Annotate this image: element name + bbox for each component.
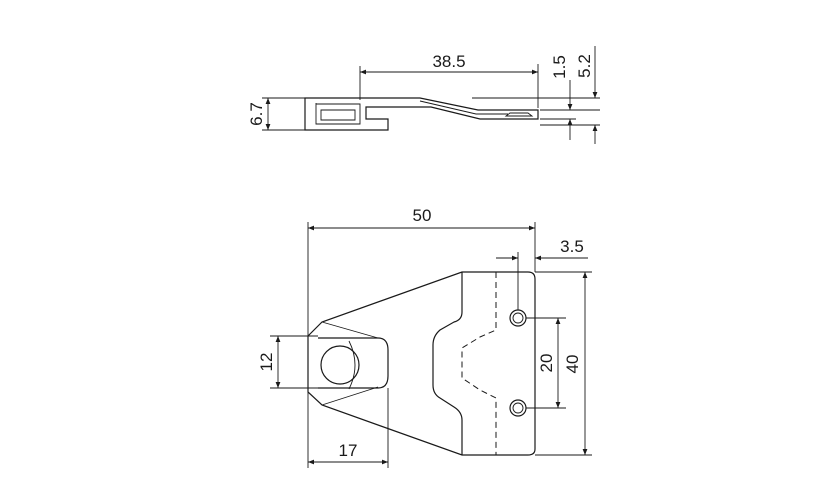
dim-label-50: 50 <box>413 206 432 225</box>
dim-label-40: 40 <box>563 355 582 374</box>
dim-label-6-7: 6.7 <box>247 102 266 126</box>
side-view-fold <box>315 103 361 125</box>
dim-label-20: 20 <box>537 354 556 373</box>
plan-view-hidden-fold <box>461 272 497 455</box>
plan-view-round-hole <box>320 345 360 385</box>
side-view-outline <box>304 97 539 131</box>
side-view-tab <box>504 112 534 117</box>
plan-view: 50 3.5 40 20 12 17 <box>257 206 592 468</box>
plan-view-hole-edge <box>348 340 356 390</box>
side-view-step <box>419 100 508 115</box>
plan-view-rivet-top <box>509 309 527 327</box>
dim-label-3-5: 3.5 <box>560 237 584 256</box>
dim-label-5-2: 5.2 <box>575 54 594 78</box>
plan-view-rivet-bottom-inner <box>512 402 524 414</box>
dim-label-1-5: 1.5 <box>550 55 569 79</box>
plan-view-rivet-bottom <box>509 399 527 417</box>
side-view: 38.5 6.7 1.5 5.2 <box>247 46 600 144</box>
plan-view-hook <box>318 337 389 389</box>
plan-view-rivet-top-inner <box>512 312 524 324</box>
plan-view-bevel <box>321 321 379 406</box>
dim-label-38-5: 38.5 <box>432 52 465 71</box>
plan-view-notch <box>432 272 463 455</box>
side-view-fold-inner <box>320 109 356 121</box>
dim-label-17: 17 <box>339 441 358 460</box>
dim-label-12: 12 <box>257 353 276 372</box>
plan-view-outline <box>307 271 536 456</box>
